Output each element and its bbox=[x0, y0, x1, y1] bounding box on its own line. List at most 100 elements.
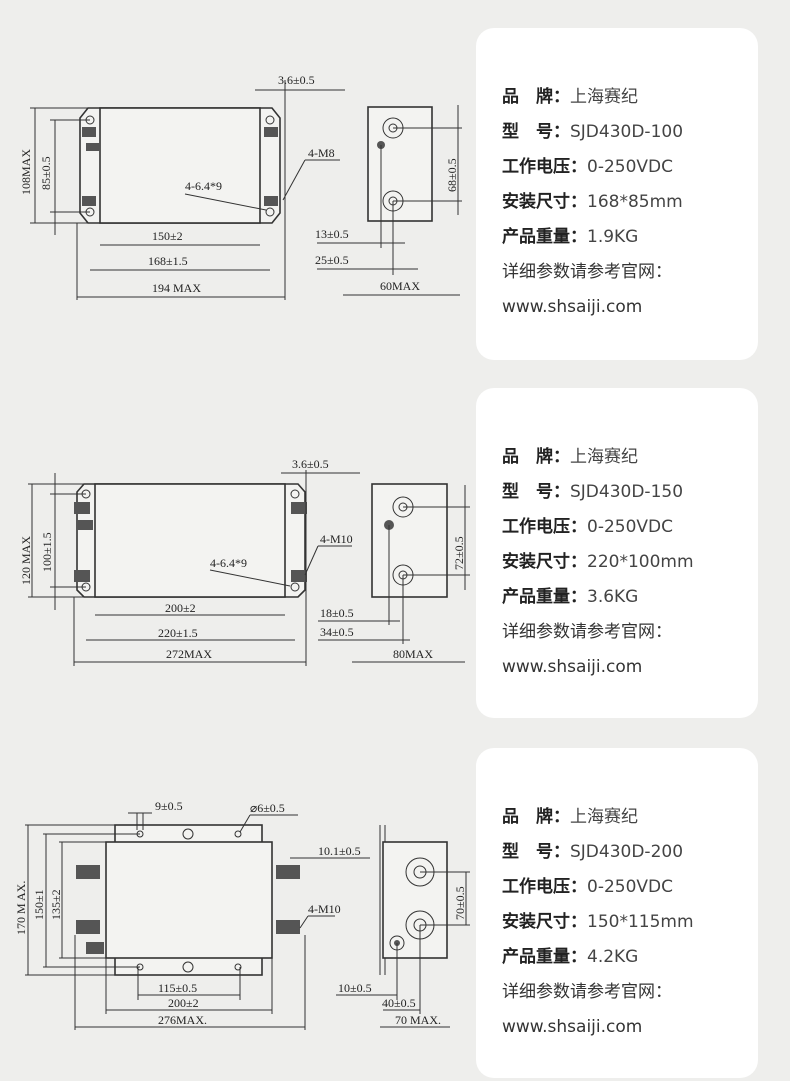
dimension-label: 4-6.4*9 bbox=[210, 556, 247, 570]
dimension-label: 18±0.5 bbox=[320, 606, 354, 620]
drawing-stroke bbox=[74, 570, 90, 582]
dimension-label: 68±0.5 bbox=[445, 158, 459, 192]
dimension-label: 9±0.5 bbox=[155, 799, 183, 813]
dimension-label: 135±2 bbox=[49, 889, 63, 920]
website-link[interactable]: www.shsaiji.com bbox=[502, 297, 643, 317]
dimension-label: 10.1±0.5 bbox=[318, 844, 361, 858]
terminal bbox=[82, 196, 96, 206]
dimension-label: 80MAX bbox=[393, 647, 433, 661]
dimension-label: 4-6.4*9 bbox=[185, 179, 222, 193]
drawing-stroke bbox=[282, 159, 306, 201]
drawing-stroke bbox=[276, 865, 300, 879]
drawing-stroke bbox=[209, 569, 291, 587]
drawing-stroke bbox=[299, 915, 309, 929]
side-view bbox=[382, 841, 448, 959]
dimension-label: ⌀6±0.5 bbox=[250, 801, 285, 815]
dimension-label: 115±0.5 bbox=[158, 981, 197, 995]
spec-brand: 品 牌：上海赛纪 bbox=[502, 447, 638, 467]
dimension-label: 150±2 bbox=[152, 229, 183, 243]
drawing-sjd430d-100: 108MAX 85±0.5 150±2 168±1.5 194 MAX 3.6±… bbox=[19, 73, 462, 300]
dimension-label: 4-M10 bbox=[308, 902, 341, 916]
drawing-sjd430d-150: 120 MAX 100±1.5 200±2 220±1.5 272MAX 3.6… bbox=[19, 457, 470, 666]
drawing-stroke bbox=[74, 502, 90, 514]
filter-body bbox=[94, 483, 286, 598]
drawing-stroke bbox=[304, 545, 319, 576]
dimension-label: 70±0.5 bbox=[453, 886, 467, 920]
drawing-stroke bbox=[291, 502, 307, 514]
spec-brand: 品 牌：上海赛纪 bbox=[502, 807, 638, 827]
dimension-label: 3.6±0.5 bbox=[292, 457, 329, 471]
technical-drawings: 108MAX 85±0.5 150±2 168±1.5 194 MAX 3.6±… bbox=[14, 73, 470, 1030]
ground-terminal bbox=[86, 143, 100, 151]
drawing-stroke bbox=[291, 570, 307, 582]
terminal bbox=[264, 196, 278, 206]
spec-voltage: 工作电压：0-250VDC bbox=[502, 517, 673, 537]
spec-card-sjd430d-150: 品 牌：上海赛纪 型 号：SJD430D-150 工作电压：0-250VDC 安… bbox=[476, 388, 758, 718]
drawing-stroke bbox=[182, 961, 194, 973]
filter-body bbox=[105, 841, 273, 959]
spec-weight: 产品重量：3.6KG bbox=[502, 587, 639, 607]
drawing-stroke bbox=[290, 582, 300, 592]
drawing-stroke bbox=[276, 920, 300, 934]
drawing-stroke bbox=[77, 520, 93, 530]
dimension-label: 4-M10 bbox=[320, 532, 353, 546]
drawing-stroke bbox=[265, 115, 275, 125]
drawing-stroke bbox=[184, 193, 267, 211]
spec-voltage: 工作电压：0-250VDC bbox=[502, 157, 673, 177]
drawing-stroke bbox=[76, 865, 100, 879]
dimension-label: 13±0.5 bbox=[315, 227, 349, 241]
dimension-label: 85±0.5 bbox=[39, 156, 53, 190]
dimension-label: 40±0.5 bbox=[382, 996, 416, 1010]
dimension-label: 194 MAX bbox=[152, 281, 201, 295]
dimension-label: 272MAX bbox=[166, 647, 212, 661]
spec-weight: 产品重量：4.2KG bbox=[502, 947, 639, 967]
spec-model: 型 号：SJD430D-150 bbox=[502, 482, 684, 502]
dimension-label: 4-M8 bbox=[308, 146, 335, 160]
spec-model: 型 号：SJD430D-100 bbox=[502, 122, 684, 142]
website-label: 详细参数请参考官网： bbox=[502, 622, 672, 642]
spec-card-sjd430d-100: 品 牌：上海赛纪 型 号：SJD430D-100 工作电压：0-250VDC 安… bbox=[476, 28, 758, 360]
dimension-label: 100±1.5 bbox=[40, 532, 54, 572]
drawing-stroke bbox=[290, 489, 300, 499]
spec-card-sjd430d-200: 品 牌：上海赛纪 型 号：SJD430D-200 工作电压：0-250VDC 安… bbox=[476, 748, 758, 1078]
filter-body bbox=[99, 107, 261, 224]
drawing-sjd430d-200: 170 M AX. 150±1 135±2 9±0.5 ⌀6±0.5 10.1±… bbox=[14, 799, 470, 1030]
dimension-label: 200±2 bbox=[168, 996, 199, 1010]
spec-voltage: 工作电压：0-250VDC bbox=[502, 877, 673, 897]
terminal bbox=[82, 127, 96, 137]
website-label: 详细参数请参考官网： bbox=[502, 262, 672, 282]
spec-brand: 品 牌：上海赛纪 bbox=[502, 87, 638, 107]
terminal bbox=[264, 127, 278, 137]
dimension-label: 170 M AX. bbox=[14, 881, 28, 935]
spec-mount-size: 安装尺寸：220*100mm bbox=[502, 552, 694, 572]
dimension-label: 220±1.5 bbox=[158, 626, 198, 640]
drawing-stroke bbox=[234, 830, 242, 838]
drawing-stroke bbox=[86, 942, 104, 954]
dimension-label: 120 MAX bbox=[19, 536, 33, 585]
dimension-label: 70 MAX. bbox=[395, 1013, 441, 1027]
dimension-label: 72±0.5 bbox=[452, 536, 466, 570]
website-label: 详细参数请参考官网： bbox=[502, 982, 672, 1002]
spec-mount-size: 安装尺寸：150*115mm bbox=[502, 912, 694, 932]
drawing-stroke bbox=[234, 963, 242, 971]
dimension-label: 276MAX. bbox=[158, 1013, 207, 1027]
side-view bbox=[367, 106, 433, 222]
spec-mount-size: 安装尺寸：168*85mm bbox=[502, 192, 683, 212]
drawing-stroke bbox=[265, 207, 275, 217]
dimension-label: 10±0.5 bbox=[338, 981, 372, 995]
dimension-label: 200±2 bbox=[165, 601, 196, 615]
website-link[interactable]: www.shsaiji.com bbox=[502, 657, 643, 677]
dimension-label: 25±0.5 bbox=[315, 253, 349, 267]
drawing-stroke bbox=[182, 828, 194, 840]
drawing-stroke bbox=[239, 814, 251, 833]
website-link[interactable]: www.shsaiji.com bbox=[502, 1017, 643, 1037]
drawing-stroke bbox=[76, 920, 100, 934]
dimension-label: 108MAX bbox=[19, 149, 33, 195]
spec-model: 型 号：SJD430D-200 bbox=[502, 842, 684, 862]
dimension-label: 3.6±0.5 bbox=[278, 73, 315, 87]
dimension-label: 60MAX bbox=[380, 279, 420, 293]
dimension-label: 168±1.5 bbox=[148, 254, 188, 268]
dimension-label: 34±0.5 bbox=[320, 625, 354, 639]
spec-weight: 产品重量：1.9KG bbox=[502, 227, 639, 247]
side-view bbox=[371, 483, 448, 598]
